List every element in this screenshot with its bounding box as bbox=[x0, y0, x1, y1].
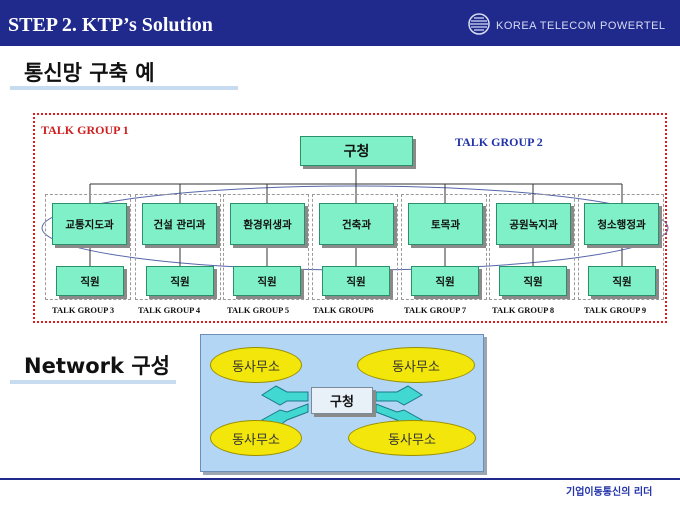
staff-node: 직원 bbox=[56, 266, 124, 296]
talk-group-label: TALK GROUP 9 bbox=[584, 305, 647, 315]
brand: KOREA TELECOM POWERTEL bbox=[468, 13, 666, 39]
district-office-node: 구청 bbox=[300, 136, 413, 166]
footer-divider bbox=[0, 478, 680, 480]
dept-column bbox=[578, 194, 664, 300]
brand-name: KOREA TELECOM POWERTEL bbox=[496, 20, 666, 32]
slide-title: STEP 2. KTP’s Solution bbox=[8, 14, 213, 36]
dong-office-node: 동사무소 bbox=[210, 347, 302, 383]
talk-group-label: TALK GROUP 3 bbox=[52, 305, 115, 315]
staff-node: 직원 bbox=[233, 266, 301, 296]
dept-node: 환경위생과 bbox=[230, 203, 305, 245]
dept-node: 공원녹지과 bbox=[496, 203, 571, 245]
talk-group-2-label: TALK GROUP 2 bbox=[455, 135, 543, 149]
staff-node: 직원 bbox=[499, 266, 567, 296]
dept-node: 건설 관리과 bbox=[142, 203, 217, 245]
staff-node: 직원 bbox=[411, 266, 479, 296]
dong-office-node: 동사무소 bbox=[348, 420, 476, 456]
network-center-node: 구청 bbox=[311, 387, 373, 414]
dept-column bbox=[401, 194, 487, 300]
title-underline bbox=[10, 86, 238, 90]
footer-tagline: 기업이동통신의 리더 bbox=[566, 487, 653, 498]
title-underline bbox=[10, 380, 176, 384]
globe-logo-icon bbox=[468, 13, 490, 39]
section-title-network-example: 통신망 구축 예 bbox=[24, 61, 155, 85]
arrow-top-right-icon bbox=[375, 385, 423, 406]
dong-office-node: 동사무소 bbox=[357, 347, 475, 383]
arrow-top-left-icon bbox=[261, 385, 309, 406]
dong-office-node: 동사무소 bbox=[210, 420, 302, 456]
talk-group-label: TALK GROUP 7 bbox=[404, 305, 467, 315]
section-title-network-config: Network 구성 bbox=[24, 354, 170, 378]
staff-node: 직원 bbox=[322, 266, 390, 296]
talk-group-label: TALK GROUP 8 bbox=[492, 305, 555, 315]
talk-group-1-label: TALK GROUP 1 bbox=[41, 123, 129, 137]
staff-node: 직원 bbox=[588, 266, 656, 296]
staff-node: 직원 bbox=[146, 266, 214, 296]
talk-group-label: TALK GROUP 4 bbox=[138, 305, 201, 315]
dept-node: 토목과 bbox=[408, 203, 483, 245]
dept-column bbox=[489, 194, 575, 300]
dept-node: 청소행정과 bbox=[584, 203, 659, 245]
talk-group-label: TALK GROUP6 bbox=[313, 305, 374, 315]
dept-node: 교통지도과 bbox=[52, 203, 127, 245]
dept-column bbox=[223, 194, 309, 300]
dept-column bbox=[135, 194, 221, 300]
talk-group-label: TALK GROUP 5 bbox=[227, 305, 290, 315]
header-bar bbox=[0, 0, 680, 46]
dept-column bbox=[45, 194, 131, 300]
dept-node: 건축과 bbox=[319, 203, 394, 245]
dept-column bbox=[312, 194, 398, 300]
talk-group-1-frame bbox=[33, 113, 667, 323]
